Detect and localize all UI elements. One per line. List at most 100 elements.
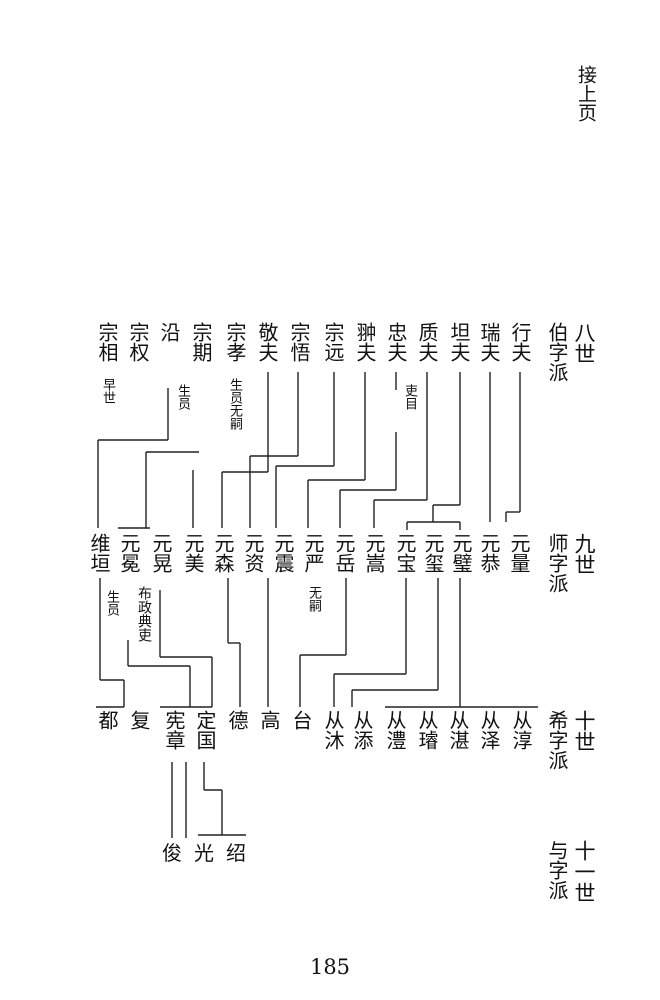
- person-name: 元晃: [149, 533, 173, 573]
- person-gen8: 质夫: [415, 322, 439, 362]
- note-zhongfu: 吏目: [402, 384, 417, 410]
- person-name: 瑞夫: [477, 322, 501, 362]
- person-gen9: 元嵩: [362, 533, 386, 573]
- person-gen9: 元玺: [421, 533, 445, 573]
- person-name: 高: [257, 710, 281, 730]
- person-gen8: 行夫: [508, 322, 532, 362]
- note-yuanyan: 无嗣: [306, 586, 321, 612]
- person-name: 元量: [507, 533, 531, 573]
- person-name: 从添: [350, 710, 374, 750]
- person-name: 质夫: [415, 322, 439, 362]
- person-name: 宗孝: [223, 322, 247, 362]
- generation-level: 八世: [572, 322, 596, 364]
- person-name: 宗权: [126, 322, 150, 362]
- person-name: 元玺: [421, 533, 445, 573]
- person-gen10: 从泽: [477, 710, 501, 750]
- person-name: 德: [225, 710, 249, 730]
- person-gen8: 宗期: [189, 322, 213, 362]
- person-name: 元美: [181, 533, 205, 573]
- note-text: 生员: [104, 590, 119, 616]
- person-gen10: 复: [127, 710, 151, 730]
- person-name: 宗远: [321, 322, 345, 362]
- person-gen10: 从淳: [509, 710, 533, 750]
- person-gen9: 元量: [507, 533, 531, 573]
- person-gen8: 翀夫: [353, 322, 377, 362]
- person-gen10: 从璿: [415, 710, 439, 750]
- person-name: 元嵩: [362, 533, 386, 573]
- person-name: 宗期: [189, 322, 213, 362]
- person-gen8: 宗相: [95, 322, 119, 362]
- person-name: 从淳: [509, 710, 533, 750]
- person-name: 宪章: [162, 710, 186, 750]
- person-gen9: 元严: [301, 533, 325, 573]
- note-zongxiao: 生员无嗣: [227, 378, 242, 430]
- person-name: 元璧: [449, 533, 473, 573]
- person-name: 从泽: [477, 710, 501, 750]
- generation-pai: 希字派: [545, 710, 569, 770]
- page-number: 185: [309, 955, 351, 979]
- note-text: 吏目: [402, 384, 417, 410]
- note-zongqi: 生员: [175, 384, 190, 410]
- generation-label-8: 八世: [572, 322, 596, 364]
- person-gen8: 宗远: [321, 322, 345, 362]
- person-gen8: 宗权: [126, 322, 150, 362]
- person-gen9: 元岳: [332, 533, 356, 573]
- person-name: 元冕: [117, 533, 141, 573]
- person-gen11: 俊: [162, 842, 182, 864]
- person-gen8: 敬夫: [255, 322, 279, 362]
- note-text: 布政典吏: [136, 586, 152, 642]
- generation-pai: 与字派: [545, 840, 569, 900]
- person-gen8: 瑞夫: [477, 322, 501, 362]
- person-gen8: 宗悟: [287, 322, 311, 362]
- person-name: 从沐: [321, 710, 345, 750]
- header-note-text: 接上页: [575, 65, 597, 122]
- person-gen10: 德: [225, 710, 249, 730]
- note-text: 早世: [100, 378, 115, 404]
- person-gen10: 台: [289, 710, 313, 730]
- person-name: 元森: [211, 533, 235, 573]
- generation-level: 十世: [572, 710, 596, 752]
- person-name: 绍: [226, 841, 246, 865]
- note-text: 生员: [175, 384, 190, 410]
- person-name: 元岳: [332, 533, 356, 573]
- person-gen9: 元森: [211, 533, 235, 573]
- person-name: 元资: [241, 533, 265, 573]
- note-text: 无嗣: [306, 586, 321, 612]
- generation-pai-9: 师字派: [545, 533, 569, 593]
- person-gen11: 光: [194, 842, 214, 864]
- generation-pai: 师字派: [545, 533, 569, 593]
- person-gen9: 元恭: [477, 533, 501, 573]
- person-gen10: 高: [257, 710, 281, 730]
- generation-level: 十一世: [572, 840, 596, 903]
- person-gen8: 坦夫: [447, 322, 471, 362]
- person-name: 元震: [271, 533, 295, 573]
- header-note: 接上页: [575, 65, 597, 122]
- generation-level: 九世: [572, 533, 596, 575]
- person-gen10: 从澧: [383, 710, 407, 750]
- note-zongxiang: 早世: [100, 378, 115, 404]
- generation-pai-8: 伯字派: [545, 322, 569, 382]
- person-name: 元恭: [477, 533, 501, 573]
- person-gen9: 元资: [241, 533, 265, 573]
- person-name: 翀夫: [353, 322, 377, 362]
- person-gen9: 元震: [271, 533, 295, 573]
- person-gen10: 从沐: [321, 710, 345, 750]
- person-name: 宗相: [95, 322, 119, 362]
- person-gen9: 元璧: [449, 533, 473, 573]
- person-gen10: 定国: [193, 710, 217, 750]
- person-name: 元严: [301, 533, 325, 573]
- person-gen8: 沿: [157, 322, 181, 342]
- generation-label-9: 九世: [572, 533, 596, 575]
- person-gen9: 元晃: [149, 533, 173, 573]
- generation-label-10: 十世: [572, 710, 596, 752]
- person-name: 俊: [162, 841, 182, 865]
- person-name: 宗悟: [287, 322, 311, 362]
- person-gen10: 从添: [350, 710, 374, 750]
- person-name: 定国: [193, 710, 217, 750]
- person-gen10: 都: [95, 710, 119, 730]
- person-name: 沿: [157, 322, 181, 342]
- person-name: 维垣: [87, 533, 111, 573]
- person-name: 复: [127, 710, 151, 730]
- person-name: 从璿: [415, 710, 439, 750]
